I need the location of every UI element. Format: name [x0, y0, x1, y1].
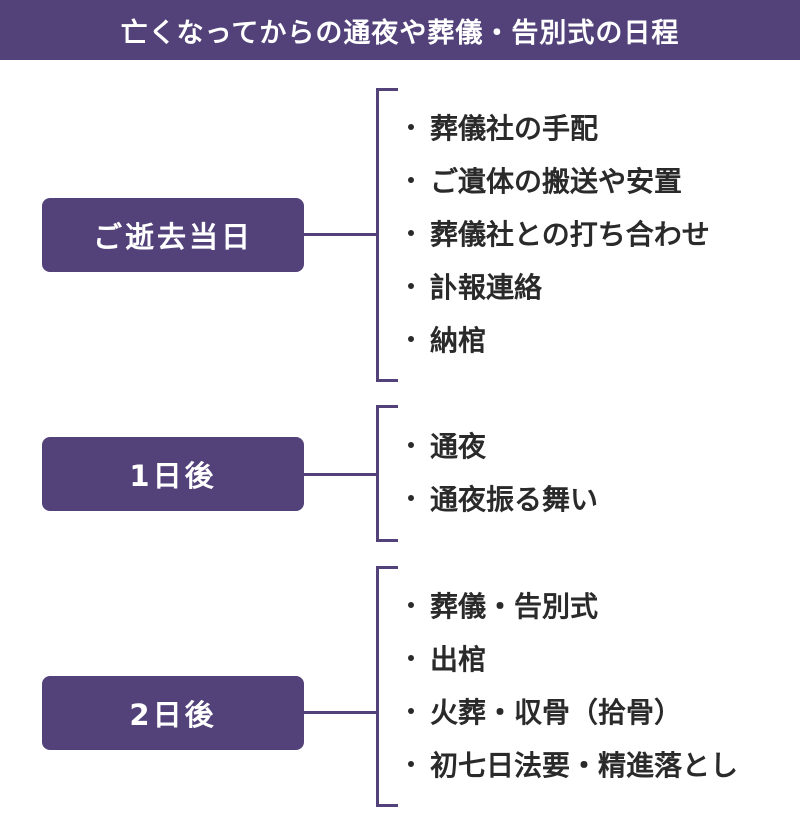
bracket-day2: [376, 566, 398, 807]
bullet-icon: [408, 176, 414, 183]
list-item: 葬儀・告別式: [400, 580, 738, 633]
connector-line-day1: [304, 473, 378, 476]
list-item: 通夜振る舞い: [400, 473, 598, 526]
bullet-icon: [408, 441, 414, 448]
bracket-day1: [376, 405, 398, 542]
bracket-day0: [376, 88, 398, 382]
list-item: 初七日法要・精進落とし: [400, 739, 738, 792]
connector-line-day2: [304, 711, 378, 714]
bullet-icon: [408, 654, 414, 661]
bullet-icon: [408, 707, 414, 714]
bullet-icon: [408, 229, 414, 236]
list-item: 訃報連絡: [400, 261, 710, 314]
list-item: 出棺: [400, 633, 738, 686]
connector-line-day0: [304, 233, 378, 236]
bullet-icon: [408, 760, 414, 767]
bullet-icon: [408, 335, 414, 342]
bullet-icon: [408, 494, 414, 501]
task-list-day0: 葬儀社の手配 ご遺体の搬送や安置 葬儀社との打ち合わせ 訃報連絡 納棺: [400, 102, 710, 367]
page-title: 亡くなってからの通夜や葬儀・告別式の日程: [0, 0, 800, 60]
bullet-icon: [408, 123, 414, 130]
list-item: 通夜: [400, 420, 598, 473]
list-item: ご遺体の搬送や安置: [400, 155, 710, 208]
bullet-icon: [408, 601, 414, 608]
list-item: 火葬・収骨（拾骨）: [400, 686, 738, 739]
list-item: 納棺: [400, 314, 710, 367]
stage-label-day0: ご逝去当日: [42, 198, 304, 272]
list-item: 葬儀社の手配: [400, 102, 710, 155]
task-list-day1: 通夜 通夜振る舞い: [400, 420, 598, 526]
stage-label-day1: 1日後: [42, 437, 304, 511]
list-item: 葬儀社との打ち合わせ: [400, 208, 710, 261]
bullet-icon: [408, 282, 414, 289]
stage-label-day2: 2日後: [42, 676, 304, 750]
task-list-day2: 葬儀・告別式 出棺 火葬・収骨（拾骨） 初七日法要・精進落とし: [400, 580, 738, 792]
